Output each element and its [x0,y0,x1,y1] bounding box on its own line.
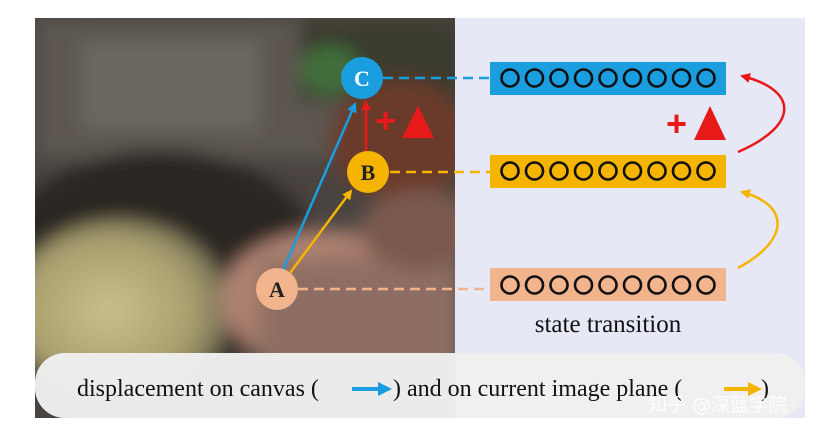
arrow-a-to-c [281,102,357,271]
red-triangle-icon [402,106,434,138]
state-bar-b-circles [500,161,716,181]
state-bar-c [490,62,726,95]
red-triangle-icon [694,106,726,140]
delta-marker-left: + [375,100,434,141]
state-circle [647,68,667,88]
watermark: 知乎 @深蓝学院 [648,394,787,416]
state-circle [573,161,594,181]
node-a: A [256,268,298,310]
state-circle [524,275,545,295]
state-circle [549,275,569,295]
transition-arrow-a-to-b [737,189,779,270]
node-c: C [341,57,383,99]
state-circle [598,161,618,181]
state-bar-a [490,268,726,301]
state-circle [500,161,520,181]
state-circle [671,68,692,88]
blue-arrow-icon [352,382,392,396]
state-bar-b [490,155,726,188]
state-transition-label: state transition [535,311,682,338]
state-circle [622,161,643,181]
state-circle [598,68,618,88]
state-circle [549,68,569,88]
delta-marker-right: + [666,103,726,144]
state-circle [647,161,667,181]
caption-part-3: ) [761,376,769,402]
state-circle [696,275,716,295]
caption-part-1: displacement on canvas ( [77,376,319,402]
state-circle [671,275,692,295]
state-circle [524,161,545,181]
transition-arrow-b-to-c [737,73,786,154]
delta-plus-left: + [375,100,396,141]
yellow-arrow-icon [724,382,762,396]
state-circle [622,275,643,295]
state-circle [696,68,716,88]
caption-part-2: ) and on current image plane ( [393,376,682,402]
state-circle [598,275,618,295]
state-bar-a-circles [500,275,716,295]
node-c-label: C [354,66,370,91]
state-circle [573,275,594,295]
arrow-a-to-b [288,189,353,274]
background-photo [35,18,455,418]
caption-background [35,353,805,418]
state-circle [573,68,594,88]
state-circle [622,68,643,88]
state-circle [500,275,520,295]
state-bar-c-circles [500,68,716,88]
state-circle [524,68,545,88]
node-a-label: A [269,277,285,302]
state-circle [549,161,569,181]
state-circle [500,68,520,88]
delta-plus-right: + [666,103,687,144]
node-b-label: B [361,160,376,185]
state-circle [696,161,716,181]
state-circle [647,275,667,295]
node-b: B [347,151,389,193]
state-circle [671,161,692,181]
